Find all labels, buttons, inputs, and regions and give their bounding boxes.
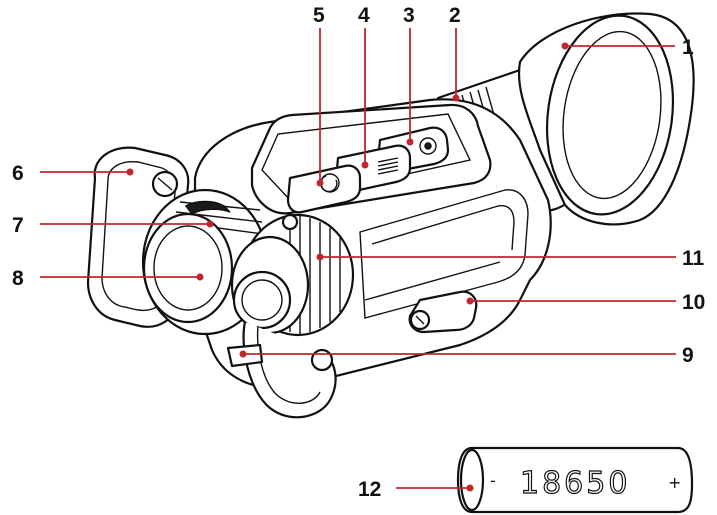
battery-plus: + <box>668 473 681 492</box>
battery-18650: - 18650 + <box>456 446 694 514</box>
callout-6: 6 <box>12 162 24 185</box>
callout-4: 4 <box>358 4 370 27</box>
callout-8: 8 <box>12 267 24 290</box>
battery-model: 18650 <box>520 466 630 501</box>
callout-7: 7 <box>12 214 24 237</box>
leader-dots <box>126 42 569 492</box>
callout-10: 10 <box>682 291 705 314</box>
callout-2: 2 <box>449 4 461 27</box>
battery-terminal <box>459 448 485 512</box>
callout-5: 5 <box>313 4 325 27</box>
battery-body <box>456 446 694 514</box>
objective-lens <box>142 212 234 324</box>
callout-12: 12 <box>358 478 381 501</box>
leader-lines <box>40 28 676 489</box>
callout-11: 11 <box>682 247 705 270</box>
callout-3: 3 <box>403 4 415 27</box>
thermal-monocular-illustration <box>86 12 695 419</box>
callout-numbers: 1 2 3 4 5 6 7 8 9 10 11 12 <box>12 4 705 501</box>
callout-1: 1 <box>682 36 694 59</box>
callout-9: 9 <box>682 344 694 367</box>
battery-minus: - <box>490 471 496 490</box>
